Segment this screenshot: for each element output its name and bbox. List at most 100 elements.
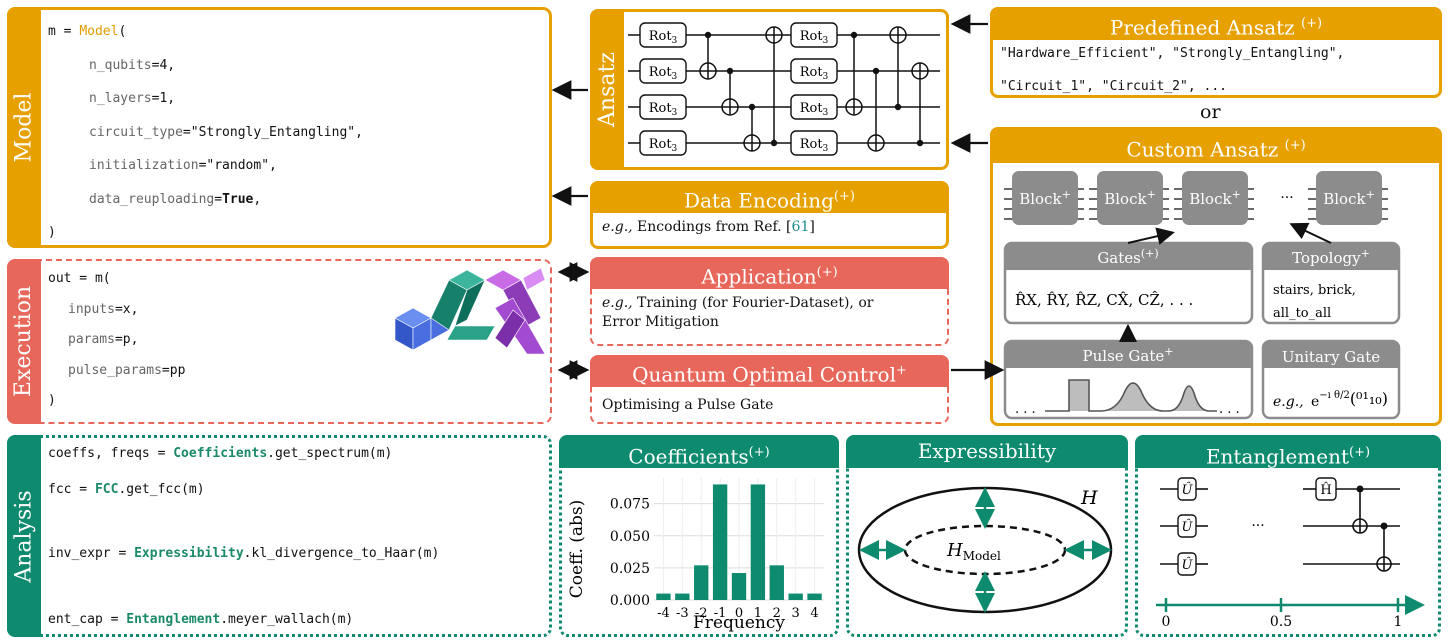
x-tick-label: 3 [792, 606, 800, 621]
block-label: Block+ [1323, 188, 1375, 208]
gates-list: R̂X, R̂Y, R̂Z, CX̂, CẐ, . . . [1015, 291, 1193, 309]
bar-2 [769, 565, 784, 600]
pulse-waveform [1045, 379, 1217, 412]
pulse-gate-title: Pulse Gate+ [1083, 345, 1174, 365]
control-dot [894, 103, 902, 111]
pulse-dots-right: . . . [1219, 402, 1240, 417]
bar-1 [750, 484, 766, 600]
encoding-header: Data Encoding(+) [590, 181, 949, 213]
bar-4 [807, 593, 822, 600]
control-dot [748, 103, 756, 111]
block-label: Block+ [1189, 188, 1241, 208]
rot-gate-label: Rot3 [649, 137, 678, 154]
entanglement-header: Entanglement(+) [1135, 435, 1441, 469]
control-dot [872, 67, 880, 75]
rot-gate-label: Rot3 [649, 29, 678, 46]
model-side-label: Model [7, 7, 41, 248]
block-label: Block+ [1104, 188, 1156, 208]
block-3 [1182, 171, 1248, 225]
rot-gate [790, 94, 838, 120]
code-line: inputs=x, [68, 301, 139, 317]
analysis-code-line: inv_expr = Expressibility.kl_divergence_… [48, 546, 440, 561]
block-label: Block+ [1019, 188, 1071, 208]
analysis-code-line: ent_cap = Entanglement.meyer_wallach(m) [48, 612, 354, 627]
h-gate-label: Ĥ [1320, 482, 1331, 498]
custom-header: Custom Ansatz (+) [990, 127, 1442, 163]
unitary-eg: e.g., [1273, 394, 1304, 410]
rot-gate [639, 22, 687, 48]
coefficients-header: Coefficients(+) [559, 435, 839, 469]
encoding-text: e.g., Encodings from Ref. [61] [602, 219, 815, 235]
topology-line-2: all_to_all [1273, 306, 1331, 321]
code-line: n_layers=1, [89, 91, 176, 106]
code-line: params=p, [68, 332, 139, 347]
x-tick-label: 4 [810, 606, 818, 621]
rot-gate [639, 58, 687, 84]
code-line: out = m( [48, 271, 111, 286]
u-gate-3-label: Û [1182, 556, 1194, 573]
x-tick-label: -1 [714, 606, 727, 621]
block-4 [1316, 171, 1382, 225]
application-text: e.g., Training (for Fourier-Dataset), or… [602, 295, 874, 330]
analysis-side-label: Analysis [7, 435, 41, 637]
x-tick-label: -4 [657, 606, 670, 621]
gates-card-header [1005, 243, 1252, 270]
rot-gate-label: Rot3 [649, 65, 678, 82]
unitary-gate-card-header [1263, 341, 1399, 368]
bar--1 [712, 484, 728, 600]
analysis-code-line: coeffs, freqs = Coefficients.get_spectru… [48, 446, 393, 461]
y-tick-label: 0.050 [610, 529, 650, 545]
gates-title: Gates(+) [1097, 247, 1158, 267]
predefined-line-2: "Circuit_1", "Circuit_2", ... [1000, 79, 1227, 94]
x-tick-label: -3 [676, 606, 689, 621]
bar-3 [788, 593, 803, 600]
application-header: Application(+) [590, 257, 949, 289]
model-space-label: HModel [946, 540, 1001, 563]
rot-gate-label: Rot3 [649, 101, 678, 118]
topology-line-1: stairs, brick, [1273, 283, 1356, 298]
block-ellipsis: ··· [1280, 190, 1293, 206]
u-gate-2-label: Û [1182, 518, 1194, 535]
y-axis-label: Coeff. (abs) [567, 500, 587, 599]
pulse-gate-card-header [1005, 341, 1252, 368]
axis-tick-0: 0 [1162, 614, 1171, 630]
jax-logo-icon [395, 268, 546, 355]
code-line: ) [48, 393, 56, 408]
predefined-header: Predefined Ansatz (+) [990, 7, 1442, 40]
unitary-formula: e−ı θ/2(⁰¹₁₀) [1311, 389, 1388, 410]
entanglement-dots: ··· [1251, 518, 1264, 534]
bar--3 [675, 593, 690, 600]
code-line: initialization="random", [89, 158, 277, 173]
rot-gate-label: Rot3 [800, 101, 829, 118]
expressibility-diagram: H HModel [857, 486, 1113, 614]
rot-gate-label: Rot3 [800, 65, 829, 82]
analysis-code-line: fcc = FCC.get_fcc(m) [48, 482, 205, 497]
control-dot [850, 31, 858, 39]
code-line: pulse_params=pp [68, 362, 186, 378]
ansatz-side-label: Ansatz [590, 9, 624, 170]
y-tick-label: 0.025 [610, 561, 650, 577]
axis-tick-1: 1 [1394, 614, 1403, 630]
bar-0 [731, 573, 747, 600]
x-tick-label: 2 [773, 606, 781, 621]
x-axis-label: Frequency [693, 613, 785, 633]
expressibility-header: Expressibility [846, 435, 1128, 468]
code-line: n_qubits=4, [89, 57, 176, 73]
rot-gate-label: Rot3 [800, 137, 829, 154]
qoc-header: Quantum Optimal Control+ [590, 355, 949, 387]
control-dot [916, 139, 924, 147]
rot-gate [639, 130, 687, 156]
x-tick-label: 1 [754, 606, 762, 621]
predefined-line-1: "Hardware_Efficient", "Strongly_Entangli… [1000, 46, 1345, 61]
topology-title: Topology+ [1292, 247, 1370, 267]
qoc-text: Optimising a Pulse Gate [602, 397, 774, 413]
u-gate-1-label: Û [1182, 481, 1194, 498]
unitary-gate-title: Unitary Gate [1282, 348, 1380, 366]
axis-tick-0-5: 0.5 [1270, 614, 1292, 630]
or-label: or [1200, 101, 1221, 123]
analysis-panel [7, 435, 552, 637]
rot-gate [790, 58, 838, 84]
bar--4 [656, 593, 671, 600]
y-tick-label: 0.075 [610, 497, 650, 513]
block-1 [1012, 171, 1078, 225]
